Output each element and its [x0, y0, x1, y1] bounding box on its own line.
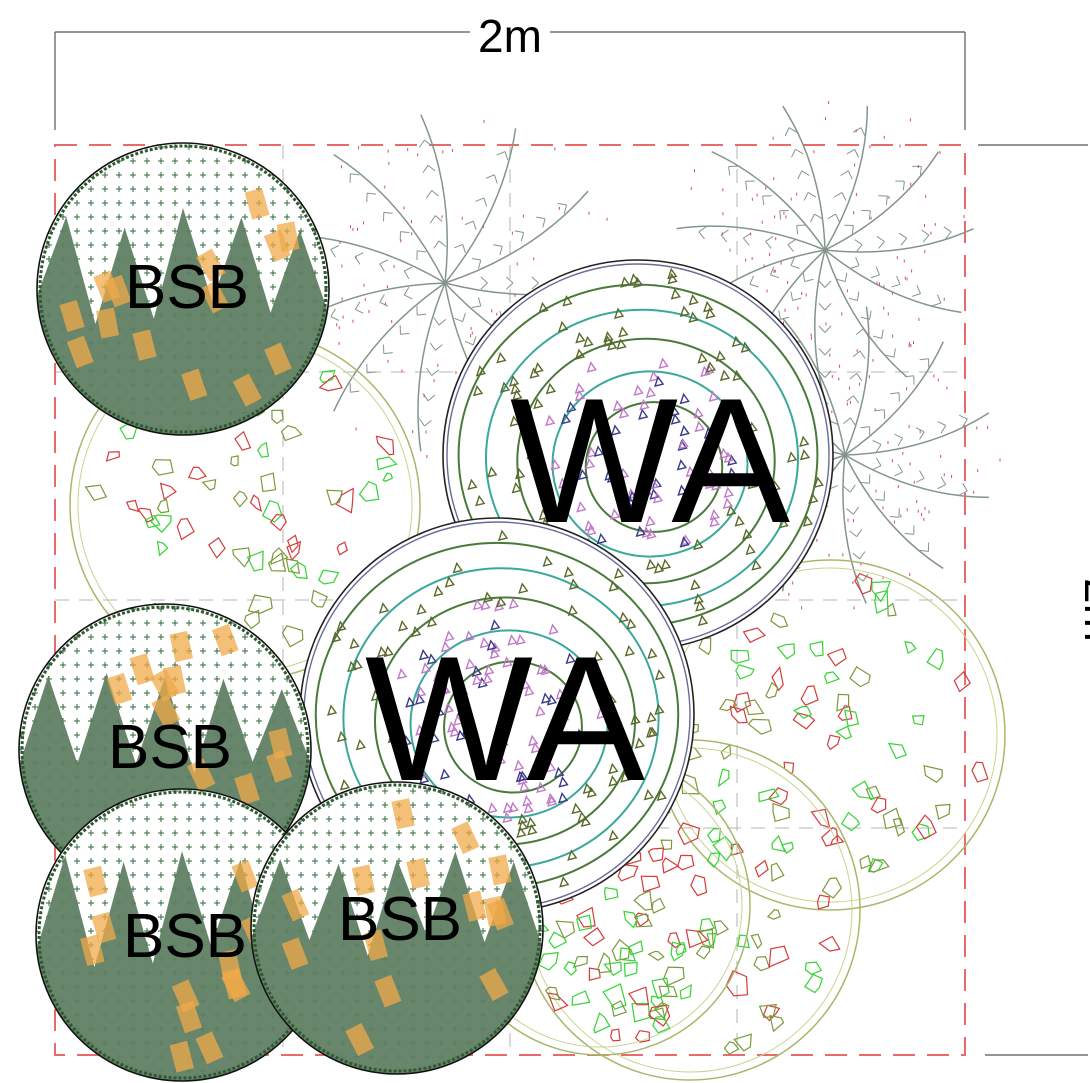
plant-label-wa-2: WA [365, 619, 645, 818]
shrubs [18, 142, 544, 1082]
height-label: 2m [1075, 578, 1090, 642]
shrub-bsb-1 [36, 142, 330, 436]
plant-label-bsb-4: BSB [338, 885, 462, 954]
plant-label-bsb-3: BSB [123, 902, 247, 971]
plant-label-wa-1: WA [510, 361, 790, 560]
bed-border [54, 144, 966, 1056]
plant-label-bsb-1: BSB [125, 253, 249, 322]
shrub-bsb-4 [250, 781, 544, 1075]
width-label: 2m [478, 10, 542, 62]
plant-label-bsb-2: BSB [108, 713, 232, 782]
height-dimension [978, 144, 1088, 1056]
